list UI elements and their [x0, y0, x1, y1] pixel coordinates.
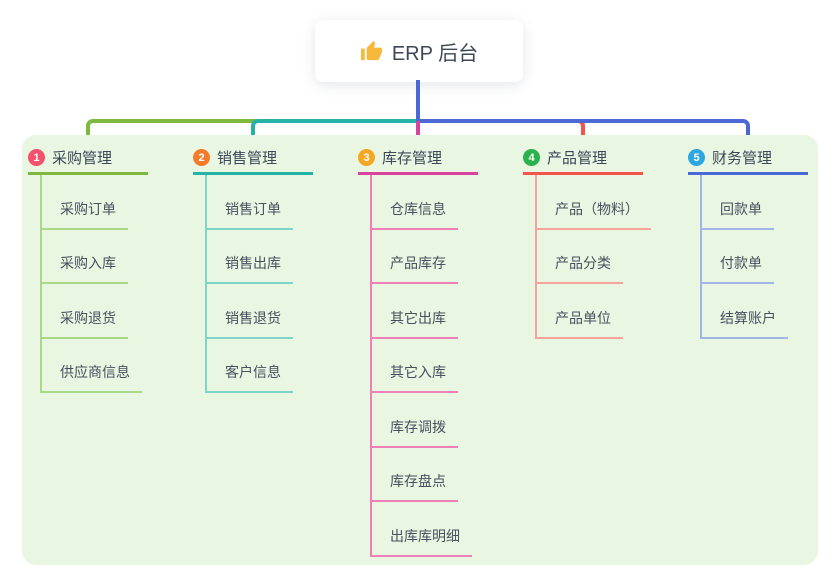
mindmap-node[interactable]: 产品库存	[372, 230, 513, 284]
branch-children: 回款单 付款单 结算账户	[700, 175, 839, 339]
branch-children: 产品（物料） 产品分类 产品单位	[535, 175, 678, 339]
branch-number-badge: 1	[28, 149, 45, 166]
branch-children: 销售订单 销售出库 销售退货 客户信息	[205, 175, 348, 393]
branch-title-sales[interactable]: 2 销售管理	[193, 148, 313, 175]
branch-title-label: 采购管理	[52, 150, 113, 167]
branch-inventory-management: 3 库存管理 仓库信息 产品库存 其它出库 其它入库 库存调拨 库存盘点 出库库…	[358, 148, 513, 557]
branch-title-label: 销售管理	[217, 150, 278, 167]
branch-title-label: 财务管理	[712, 150, 773, 167]
mindmap-node[interactable]: 采购入库	[42, 230, 183, 284]
mindmap-node[interactable]: 销售订单	[207, 175, 348, 230]
mindmap-node[interactable]: 库存盘点	[372, 448, 513, 502]
mindmap-panel: 1 采购管理 采购订单 采购入库 采购退货 供应商信息 2 销售管理 销售订单 …	[22, 135, 818, 565]
branch-number-badge: 2	[193, 149, 210, 166]
branch-title-product[interactable]: 4 产品管理	[523, 148, 643, 175]
branch-children: 仓库信息 产品库存 其它出库 其它入库 库存调拨 库存盘点 出库库明细	[370, 175, 513, 557]
root-node[interactable]: ERP 后台	[315, 20, 523, 82]
branch-title-finance[interactable]: 5 财务管理	[688, 148, 808, 175]
mindmap-node[interactable]: 结算账户	[702, 284, 839, 339]
branch-number-badge: 5	[688, 149, 705, 166]
branch-finance-management: 5 财务管理 回款单 付款单 结算账户	[688, 148, 839, 339]
mindmap-node[interactable]: 销售出库	[207, 230, 348, 284]
branch-number-badge: 4	[523, 149, 540, 166]
mindmap-node[interactable]: 产品分类	[537, 230, 678, 284]
mindmap-node[interactable]: 其它入库	[372, 339, 513, 393]
connector-branch-5	[416, 119, 750, 145]
mindmap-node[interactable]: 产品（物料）	[537, 175, 678, 230]
branch-title-label: 库存管理	[382, 150, 443, 167]
root-node-label: ERP 后台	[391, 42, 479, 65]
mindmap-node[interactable]: 采购退货	[42, 284, 183, 339]
mindmap-node[interactable]: 付款单	[702, 230, 839, 284]
mindmap-node[interactable]: 采购订单	[42, 175, 183, 230]
mindmap-node[interactable]: 供应商信息	[42, 339, 183, 393]
branch-sales-management: 2 销售管理 销售订单 销售出库 销售退货 客户信息	[193, 148, 348, 393]
branch-title-label: 产品管理	[547, 150, 608, 167]
branch-product-management: 4 产品管理 产品（物料） 产品分类 产品单位	[523, 148, 678, 339]
mindmap-node[interactable]: 其它出库	[372, 284, 513, 339]
mindmap-node[interactable]: 仓库信息	[372, 175, 513, 230]
thumbs-up-icon	[360, 40, 383, 63]
branch-number-badge: 3	[358, 149, 375, 166]
mindmap-node[interactable]: 库存调拨	[372, 393, 513, 448]
mindmap-node[interactable]: 出库库明细	[372, 502, 513, 557]
mindmap-node[interactable]: 产品单位	[537, 284, 678, 339]
branch-children: 采购订单 采购入库 采购退货 供应商信息	[40, 175, 183, 393]
branch-title-purchase[interactable]: 1 采购管理	[28, 148, 148, 175]
branch-title-inventory[interactable]: 3 库存管理	[358, 148, 478, 175]
connector-root	[416, 80, 420, 121]
mindmap-node[interactable]: 回款单	[702, 175, 839, 230]
mindmap-node[interactable]: 销售退货	[207, 284, 348, 339]
connector-branch-3	[416, 119, 420, 149]
connector-branch-2	[251, 119, 418, 145]
branch-purchase-management: 1 采购管理 采购订单 采购入库 采购退货 供应商信息	[28, 148, 183, 393]
mindmap-node[interactable]: 客户信息	[207, 339, 348, 393]
